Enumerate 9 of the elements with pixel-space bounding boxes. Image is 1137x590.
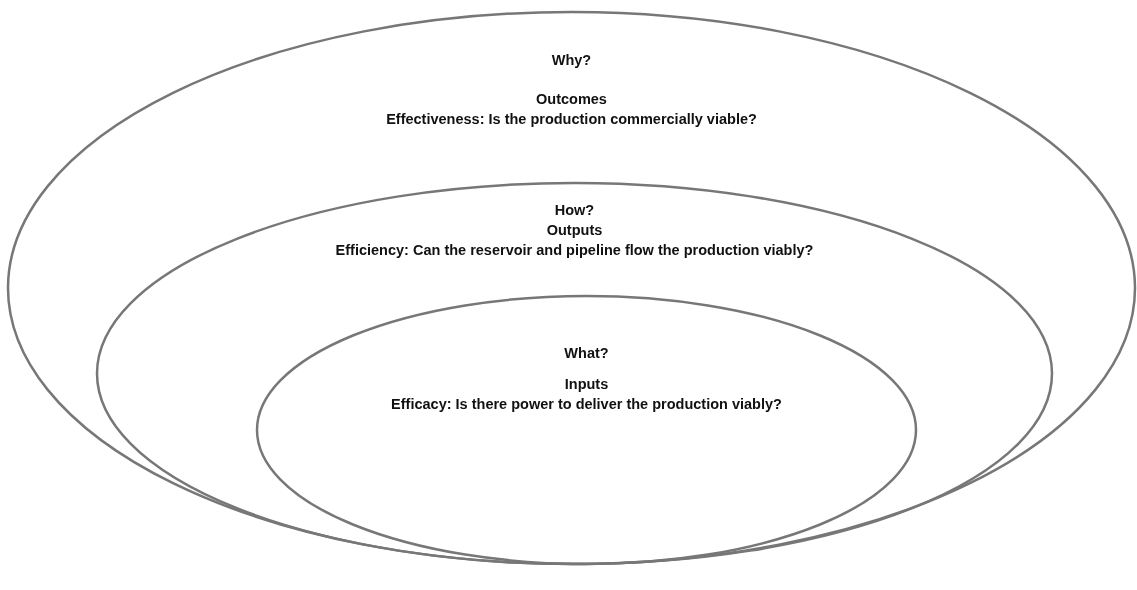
ellipse-heading: Why? xyxy=(551,52,592,68)
ellipse-question: Efficiency: Can the reservoir and pipeline flow the production viably? xyxy=(335,242,814,258)
ellipse-question: Effectiveness: Is the production commercially viable? xyxy=(386,111,757,127)
ellipse-question: Efficacy: Is there power to deliver the production viably? xyxy=(391,396,782,412)
ellipse-heading: How? xyxy=(554,202,595,218)
ellipse-subheading: Outputs xyxy=(546,222,603,238)
ellipse-heading: What? xyxy=(564,345,609,361)
ellipse-subheading: Outcomes xyxy=(536,91,607,107)
ellipse-subheading: Inputs xyxy=(564,376,609,392)
